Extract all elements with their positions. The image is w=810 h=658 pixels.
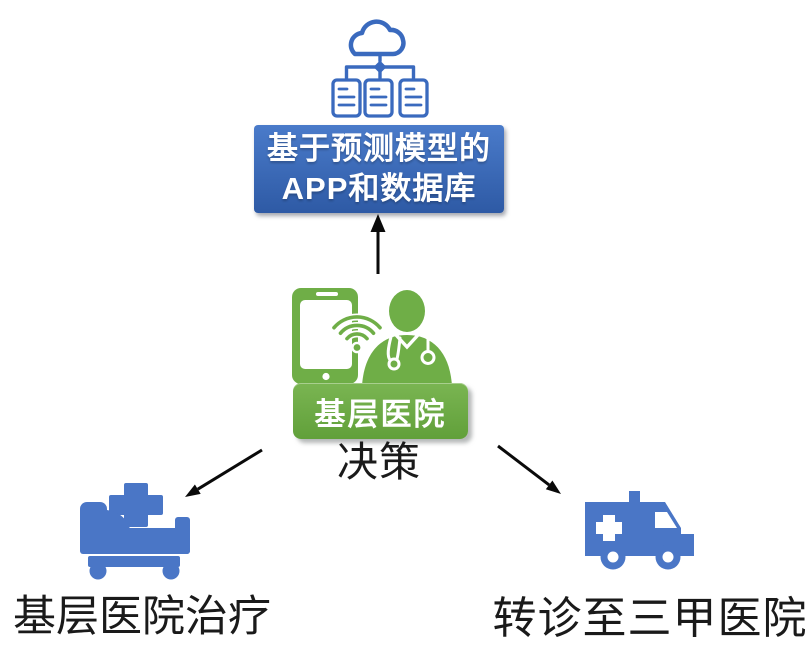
decision-label: 决策: [337, 439, 421, 485]
database-doc-icon: [398, 78, 429, 118]
local-treatment-label: 基层医院治疗: [13, 593, 271, 641]
ambulance-icon: [585, 491, 694, 570]
ambulance-wheels: [600, 544, 681, 570]
cloud-database-network-icon: [331, 19, 429, 118]
tablet-icon: [292, 288, 358, 384]
database-doc-icon: [363, 78, 394, 118]
database-doc-icon: [331, 78, 362, 118]
primary-hospital-label: 基层医院: [314, 396, 447, 432]
hospital-bed-icon: [80, 483, 190, 580]
medical-cross-icon: [596, 515, 622, 541]
app-database-box: 基于预测模型的 APP和数据库: [254, 125, 504, 213]
cloud-icon: [348, 19, 406, 57]
decision-to-app-arrow: [370, 214, 386, 274]
app-database-label-line1: 基于预测模型的: [267, 131, 491, 166]
medical-cross-icon: [109, 483, 163, 527]
stethoscope-icon: [386, 334, 436, 371]
tertiary-referral-label: 转诊至三甲医院: [492, 594, 808, 643]
primary-hospital-box: 基层医院: [293, 383, 468, 439]
ambulance-window: [655, 512, 677, 528]
ambulance-light: [629, 491, 640, 502]
app-database-label-line2: APP和数据库: [281, 171, 477, 206]
wifi-icon: [330, 313, 384, 354]
network-node-diamond: [373, 60, 387, 74]
doctor-icon: [362, 290, 452, 386]
decision-to-referral-arrow: [497, 444, 561, 494]
decision-to-local-treatment-arrow: [185, 448, 263, 497]
doctor-tablet-icon: [292, 288, 452, 386]
ambulance-bumper: [679, 534, 694, 556]
bed-icon: [80, 502, 190, 580]
